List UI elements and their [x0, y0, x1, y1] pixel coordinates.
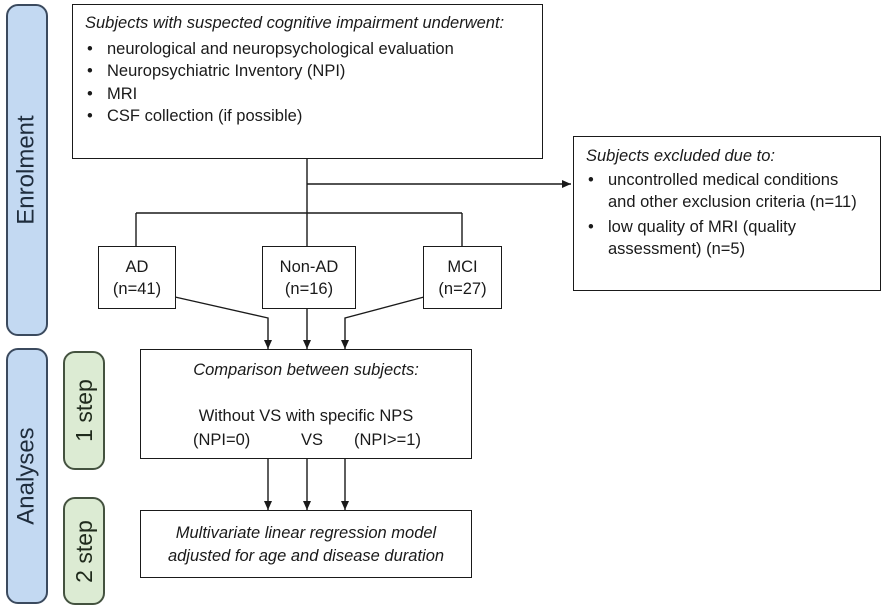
enrolment-box: Subjects with suspected cognitive impair…: [72, 4, 543, 159]
regression-box: Multivariate linear regression model adj…: [140, 510, 472, 578]
group-mci-count: (n=27): [438, 280, 487, 298]
comparison-groups-row: (NPI=0) VS (NPI>=1): [141, 429, 471, 451]
phase-analyses-label: Analyses: [13, 427, 41, 525]
group-ad-box: AD (n=41): [98, 246, 176, 309]
step-1-label: 1 step: [70, 379, 97, 442]
group-nonad-label: Non-AD: [279, 258, 339, 276]
group-ad-count: (n=41): [112, 280, 162, 298]
step-2-badge: 2 step: [63, 497, 105, 605]
comparison-line: Without VS with specific NPS: [198, 407, 414, 425]
enrolment-list: neurological and neuropsychological eval…: [85, 38, 532, 128]
regression-line-2: adjusted for age and disease duration: [167, 547, 445, 565]
enrolment-heading: Subjects with suspected cognitive impair…: [85, 14, 505, 32]
phase-enrolment-label: Enrolment: [13, 115, 41, 225]
group-mci-box: MCI (n=27): [423, 246, 502, 309]
regression-line-1: Multivariate linear regression model: [175, 524, 437, 542]
phase-analyses: Analyses: [6, 348, 48, 604]
group-mci-label: MCI: [447, 258, 478, 276]
comparison-box: Comparison between subjects: Without VS …: [140, 349, 472, 459]
excluded-box: Subjects excluded due to: uncontrolled m…: [573, 136, 881, 291]
comparison-heading: Comparison between subjects:: [193, 361, 419, 379]
enrolment-item: CSF collection (if possible): [85, 105, 532, 128]
comparison-left: (NPI=0): [193, 431, 251, 449]
excluded-item: low quality of MRI (quality assessment) …: [586, 216, 870, 261]
comparison-vs: VS: [301, 431, 324, 449]
group-nonad-count: (n=16): [284, 280, 334, 298]
comparison-right: (NPI>=1): [354, 431, 421, 449]
group-nonad-box: Non-AD (n=16): [262, 246, 356, 309]
step-2-label: 2 step: [70, 519, 97, 583]
mci-arrow: [341, 296, 425, 349]
excluded-heading: Subjects excluded due to:: [586, 147, 775, 165]
enrolment-item: Neuropsychiatric Inventory (NPI): [85, 60, 532, 83]
enrolment-item: MRI: [85, 83, 532, 106]
excluded-item: uncontrolled medical conditions and othe…: [586, 169, 870, 214]
phase-enrolment: Enrolment: [6, 4, 48, 336]
step-1-badge: 1 step: [63, 351, 105, 470]
enrolment-item: neurological and neuropsychological eval…: [85, 38, 532, 61]
excluded-list: uncontrolled medical conditions and othe…: [586, 169, 870, 261]
ad-arrow: [174, 296, 272, 349]
group-ad-label: AD: [125, 258, 149, 276]
